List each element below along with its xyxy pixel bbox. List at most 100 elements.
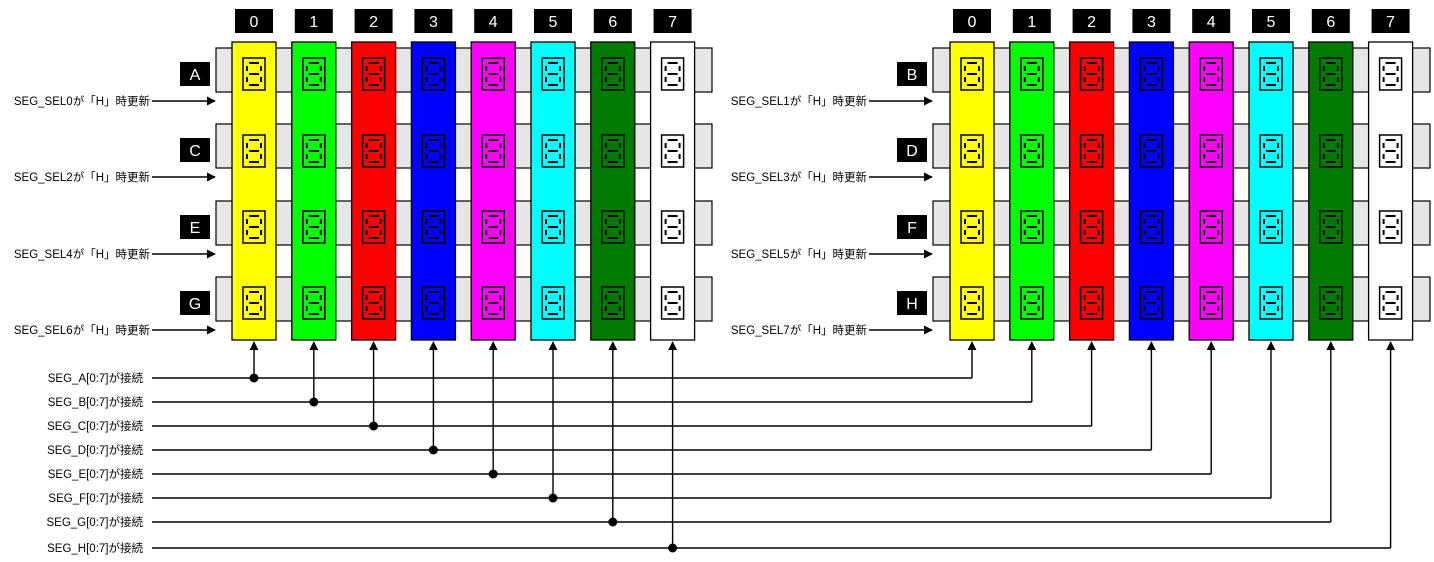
seven-segment-digit bbox=[1319, 134, 1343, 168]
seven-segment-digit bbox=[1259, 57, 1283, 91]
digit-outline bbox=[1199, 134, 1223, 168]
digit-outline bbox=[242, 286, 266, 320]
color-strip-2 bbox=[350, 41, 397, 341]
column-header-label: 7 bbox=[1386, 14, 1395, 31]
color-strip-5 bbox=[530, 41, 576, 341]
row-letter: B bbox=[907, 67, 918, 84]
digit-outline bbox=[481, 57, 505, 91]
row-plate bbox=[932, 276, 1431, 322]
bus-label: SEG_C[0:7]が接続 bbox=[47, 419, 143, 433]
seven-segment-digit bbox=[302, 210, 326, 244]
row-plate bbox=[215, 47, 713, 93]
row-plate bbox=[215, 123, 713, 169]
row-letter-box bbox=[897, 215, 927, 239]
seven-segment-digit bbox=[1020, 134, 1044, 168]
color-strip-0 bbox=[231, 41, 277, 341]
column-header-box bbox=[414, 9, 453, 33]
column-header-label: 2 bbox=[1087, 14, 1096, 31]
digit-outline bbox=[1259, 134, 1283, 168]
digit-outline bbox=[1259, 57, 1283, 91]
digit-outline bbox=[960, 134, 984, 168]
digit-outline bbox=[541, 210, 565, 244]
seven-segment-digit bbox=[1259, 286, 1283, 320]
row-plate bbox=[932, 47, 1431, 93]
seven-segment-digit bbox=[481, 210, 505, 244]
column-header-box bbox=[953, 9, 991, 33]
select-label: SEG_SEL3が「H」時更新 bbox=[731, 170, 868, 184]
digit-outline bbox=[302, 134, 326, 168]
digit-outline bbox=[1139, 134, 1164, 168]
seven-segment-digit bbox=[1319, 57, 1343, 91]
junction-dot bbox=[369, 421, 379, 431]
select-label: SEG_SEL7が「H」時更新 bbox=[731, 323, 868, 337]
seven-segment-digit bbox=[601, 134, 625, 168]
digit-outline bbox=[1139, 286, 1164, 320]
seven-segment-digit bbox=[302, 57, 326, 91]
digit-outline bbox=[361, 210, 386, 244]
digit-outline bbox=[601, 57, 625, 91]
bus-label: SEG_H[0:7]が接続 bbox=[47, 541, 143, 555]
color-strip-3 bbox=[1128, 41, 1175, 341]
seven-segment-digit bbox=[541, 286, 565, 320]
seven-segment-digit bbox=[1259, 134, 1283, 168]
color-strip-7 bbox=[649, 41, 696, 341]
digit-outline bbox=[1259, 286, 1283, 320]
digit-outline bbox=[1079, 286, 1104, 320]
digit-outline bbox=[1079, 210, 1104, 244]
digit-outline bbox=[1020, 210, 1044, 244]
row-letter-box bbox=[897, 138, 927, 162]
digit-outline bbox=[1319, 57, 1343, 91]
digit-outline bbox=[1199, 286, 1223, 320]
select-label: SEG_SEL4が「H」時更新 bbox=[14, 247, 151, 261]
column-header-box bbox=[593, 9, 632, 33]
digit-outline bbox=[1079, 57, 1104, 91]
bus-label: SEG_E[0:7]が接続 bbox=[48, 467, 144, 481]
seven-segment-digit bbox=[1139, 57, 1164, 91]
digit-outline bbox=[660, 134, 685, 168]
seven-segment-digit bbox=[960, 286, 984, 320]
color-strip-7 bbox=[1367, 41, 1414, 341]
column-header-box bbox=[235, 9, 273, 33]
junction-dot bbox=[668, 543, 678, 553]
seven-segment-digit bbox=[601, 286, 625, 320]
row-plate bbox=[215, 200, 713, 246]
column-header-label: 7 bbox=[668, 14, 677, 31]
digit-outline bbox=[361, 134, 386, 168]
column-header-box bbox=[474, 9, 513, 33]
digit-outline bbox=[1199, 57, 1223, 91]
seven-segment-digit bbox=[1319, 210, 1343, 244]
seven-segment-digit bbox=[1199, 57, 1223, 91]
seven-segment-digit bbox=[1079, 57, 1104, 91]
seven-segment-digit bbox=[1079, 134, 1104, 168]
column-header-label: 5 bbox=[1267, 14, 1276, 31]
column-header-box bbox=[354, 9, 393, 33]
digit-outline bbox=[660, 57, 685, 91]
digit-outline bbox=[601, 134, 625, 168]
digit-outline bbox=[1139, 210, 1164, 244]
digit-outline bbox=[1139, 57, 1164, 91]
select-label: SEG_SEL5が「H」時更新 bbox=[731, 247, 868, 261]
bus-label: SEG_D[0:7]が接続 bbox=[47, 443, 143, 457]
seven-segment-digit bbox=[1319, 286, 1343, 320]
seven-segment-digit bbox=[361, 57, 386, 91]
row-letter: C bbox=[189, 143, 201, 160]
row-letter-box bbox=[180, 291, 210, 315]
column-header-box bbox=[1311, 9, 1350, 33]
seven-segment-digit bbox=[1139, 210, 1164, 244]
row-letter: D bbox=[906, 143, 918, 160]
color-strip-6 bbox=[590, 41, 636, 341]
digit-outline bbox=[1079, 134, 1104, 168]
digit-outline bbox=[601, 286, 625, 320]
row-letter: E bbox=[190, 220, 201, 237]
junction-dot bbox=[548, 493, 558, 503]
junction-dot bbox=[608, 517, 618, 527]
column-header-label: 6 bbox=[608, 14, 617, 31]
column-header-box bbox=[534, 9, 572, 33]
seven-segment-digit bbox=[541, 210, 565, 244]
color-strip-5 bbox=[1248, 41, 1294, 341]
bus-label: SEG_F[0:7]が接続 bbox=[48, 491, 143, 505]
column-header-box bbox=[653, 9, 692, 33]
digit-outline bbox=[481, 134, 505, 168]
seven-segment-digit bbox=[660, 134, 685, 168]
